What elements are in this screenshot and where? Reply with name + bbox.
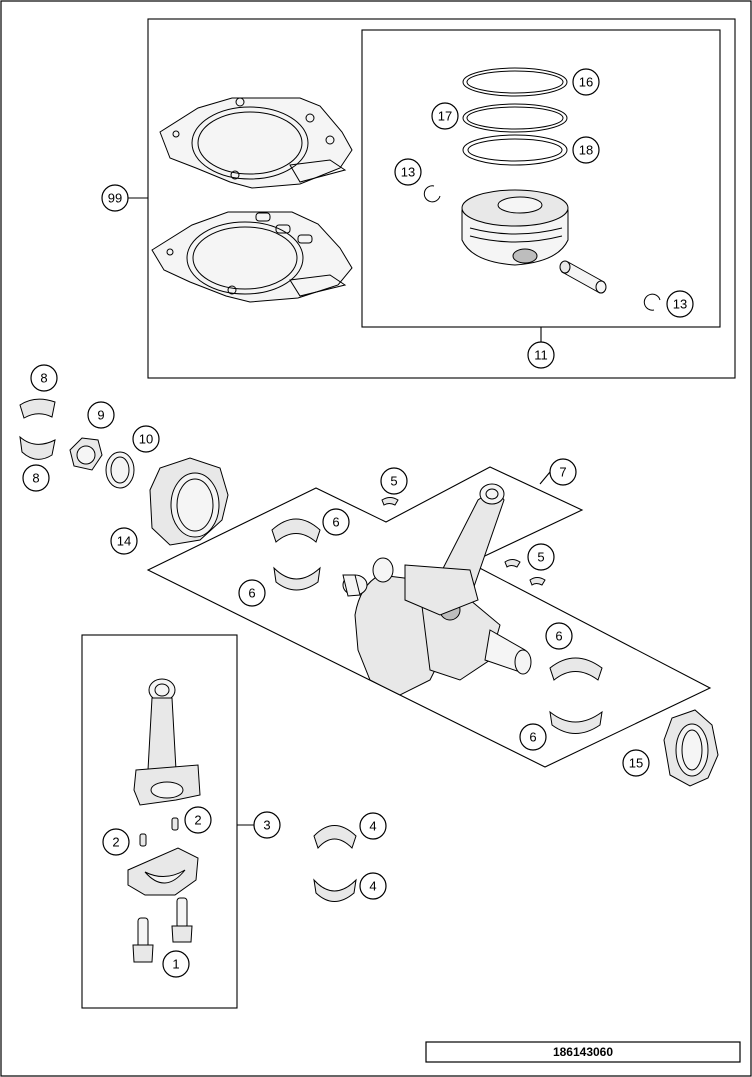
svg-text:6: 6 bbox=[555, 629, 562, 644]
svg-text:8: 8 bbox=[32, 471, 39, 486]
svg-text:6: 6 bbox=[248, 586, 255, 601]
gear-15 bbox=[663, 709, 719, 787]
callout-8-upper[interactable]: 8 bbox=[30, 364, 58, 392]
callout-3[interactable]: 3 bbox=[253, 811, 281, 839]
callout-7[interactable]: 7 bbox=[549, 458, 577, 486]
circlip-right bbox=[643, 293, 661, 311]
main-bearing-shell-6b bbox=[273, 566, 321, 591]
callout-9[interactable]: 9 bbox=[87, 401, 115, 429]
woodruff-key-lower-a bbox=[504, 559, 521, 568]
callout-6-b[interactable]: 6 bbox=[238, 579, 266, 607]
piston bbox=[461, 189, 569, 266]
callout-1[interactable]: 1 bbox=[162, 950, 190, 978]
piston-ring-top bbox=[462, 67, 568, 97]
svg-text:4: 4 bbox=[369, 819, 376, 834]
callout-5-lower[interactable]: 5 bbox=[527, 543, 555, 571]
gear-14 bbox=[149, 457, 229, 546]
dowel-pin-left bbox=[139, 833, 147, 847]
main-bearing-shell-6c bbox=[549, 657, 603, 681]
callout-16[interactable]: 16 bbox=[572, 68, 600, 96]
callout-2-right[interactable]: 2 bbox=[184, 806, 212, 834]
svg-text:13: 13 bbox=[401, 165, 415, 180]
crankshaft-box bbox=[146, 466, 712, 768]
callout-6-c[interactable]: 6 bbox=[545, 622, 573, 650]
svg-text:13: 13 bbox=[673, 297, 687, 312]
svg-text:6: 6 bbox=[332, 515, 339, 530]
conrod-bolt-left bbox=[132, 917, 154, 963]
svg-text:3: 3 bbox=[263, 818, 270, 833]
svg-text:2: 2 bbox=[194, 813, 201, 828]
callout-4-upper[interactable]: 4 bbox=[359, 812, 387, 840]
conrod-kit-box bbox=[81, 634, 238, 1009]
svg-text:17: 17 bbox=[438, 109, 452, 124]
nut bbox=[69, 437, 103, 471]
callout-5-upper[interactable]: 5 bbox=[380, 467, 408, 495]
piston-ring-middle bbox=[462, 103, 568, 133]
svg-text:9: 9 bbox=[97, 408, 104, 423]
document-number: 186143060 bbox=[553, 1045, 613, 1059]
svg-text:5: 5 bbox=[390, 474, 397, 489]
callout-8-lower[interactable]: 8 bbox=[22, 464, 50, 492]
circlip-left bbox=[423, 185, 441, 203]
svg-text:99: 99 bbox=[108, 191, 122, 206]
gasket-kit-box bbox=[147, 18, 736, 379]
callout-4-lower[interactable]: 4 bbox=[359, 872, 387, 900]
callout-14[interactable]: 14 bbox=[110, 527, 138, 555]
callout-2-left[interactable]: 2 bbox=[102, 828, 130, 856]
washer bbox=[105, 451, 135, 489]
main-bearing-shell-6d bbox=[549, 710, 603, 734]
piston-pin bbox=[559, 260, 607, 294]
svg-text:18: 18 bbox=[579, 143, 593, 158]
svg-text:7: 7 bbox=[559, 465, 566, 480]
svg-text:16: 16 bbox=[579, 75, 593, 90]
woodruff-key-lower-b bbox=[529, 577, 546, 586]
callout-15[interactable]: 15 bbox=[622, 749, 650, 777]
main-bearing-shell-6a bbox=[271, 518, 321, 543]
callout-11[interactable]: 11 bbox=[527, 341, 555, 369]
svg-text:10: 10 bbox=[139, 432, 153, 447]
callout-13-left[interactable]: 13 bbox=[394, 158, 422, 186]
woodruff-key-upper bbox=[381, 497, 399, 506]
connecting-rod-assembled bbox=[404, 483, 505, 616]
bearing-shell-8-lower bbox=[19, 435, 56, 460]
bearing-shell-8-upper bbox=[19, 398, 56, 419]
svg-text:15: 15 bbox=[629, 756, 643, 771]
callout-17[interactable]: 17 bbox=[431, 102, 459, 130]
svg-text:4: 4 bbox=[369, 879, 376, 894]
dowel-pin-right bbox=[171, 817, 179, 831]
callout-6-a[interactable]: 6 bbox=[322, 508, 350, 536]
conrod-bearing-shell-4a bbox=[313, 825, 357, 849]
svg-text:11: 11 bbox=[534, 348, 548, 363]
svg-text:1: 1 bbox=[172, 957, 179, 972]
connecting-rod-cap bbox=[127, 847, 199, 896]
svg-text:8: 8 bbox=[40, 371, 47, 386]
piston-ring-oil bbox=[462, 134, 568, 166]
callout-18[interactable]: 18 bbox=[572, 136, 600, 164]
cylinder-head-gasket-lower bbox=[151, 211, 353, 303]
svg-text:6: 6 bbox=[529, 730, 536, 745]
document-number-box: 186143060 bbox=[425, 1041, 741, 1063]
svg-text:14: 14 bbox=[117, 534, 131, 549]
svg-text:2: 2 bbox=[112, 835, 119, 850]
cylinder-head-gasket-upper bbox=[159, 97, 353, 189]
svg-text:5: 5 bbox=[537, 550, 544, 565]
callout-99[interactable]: 99 bbox=[101, 184, 129, 212]
conrod-bolt-right bbox=[171, 897, 193, 943]
callout-6-d[interactable]: 6 bbox=[519, 723, 547, 751]
callout-13-right[interactable]: 13 bbox=[666, 290, 694, 318]
connecting-rod bbox=[133, 678, 201, 806]
conrod-bearing-shell-4b bbox=[313, 878, 357, 902]
callout-10[interactable]: 10 bbox=[132, 425, 160, 453]
